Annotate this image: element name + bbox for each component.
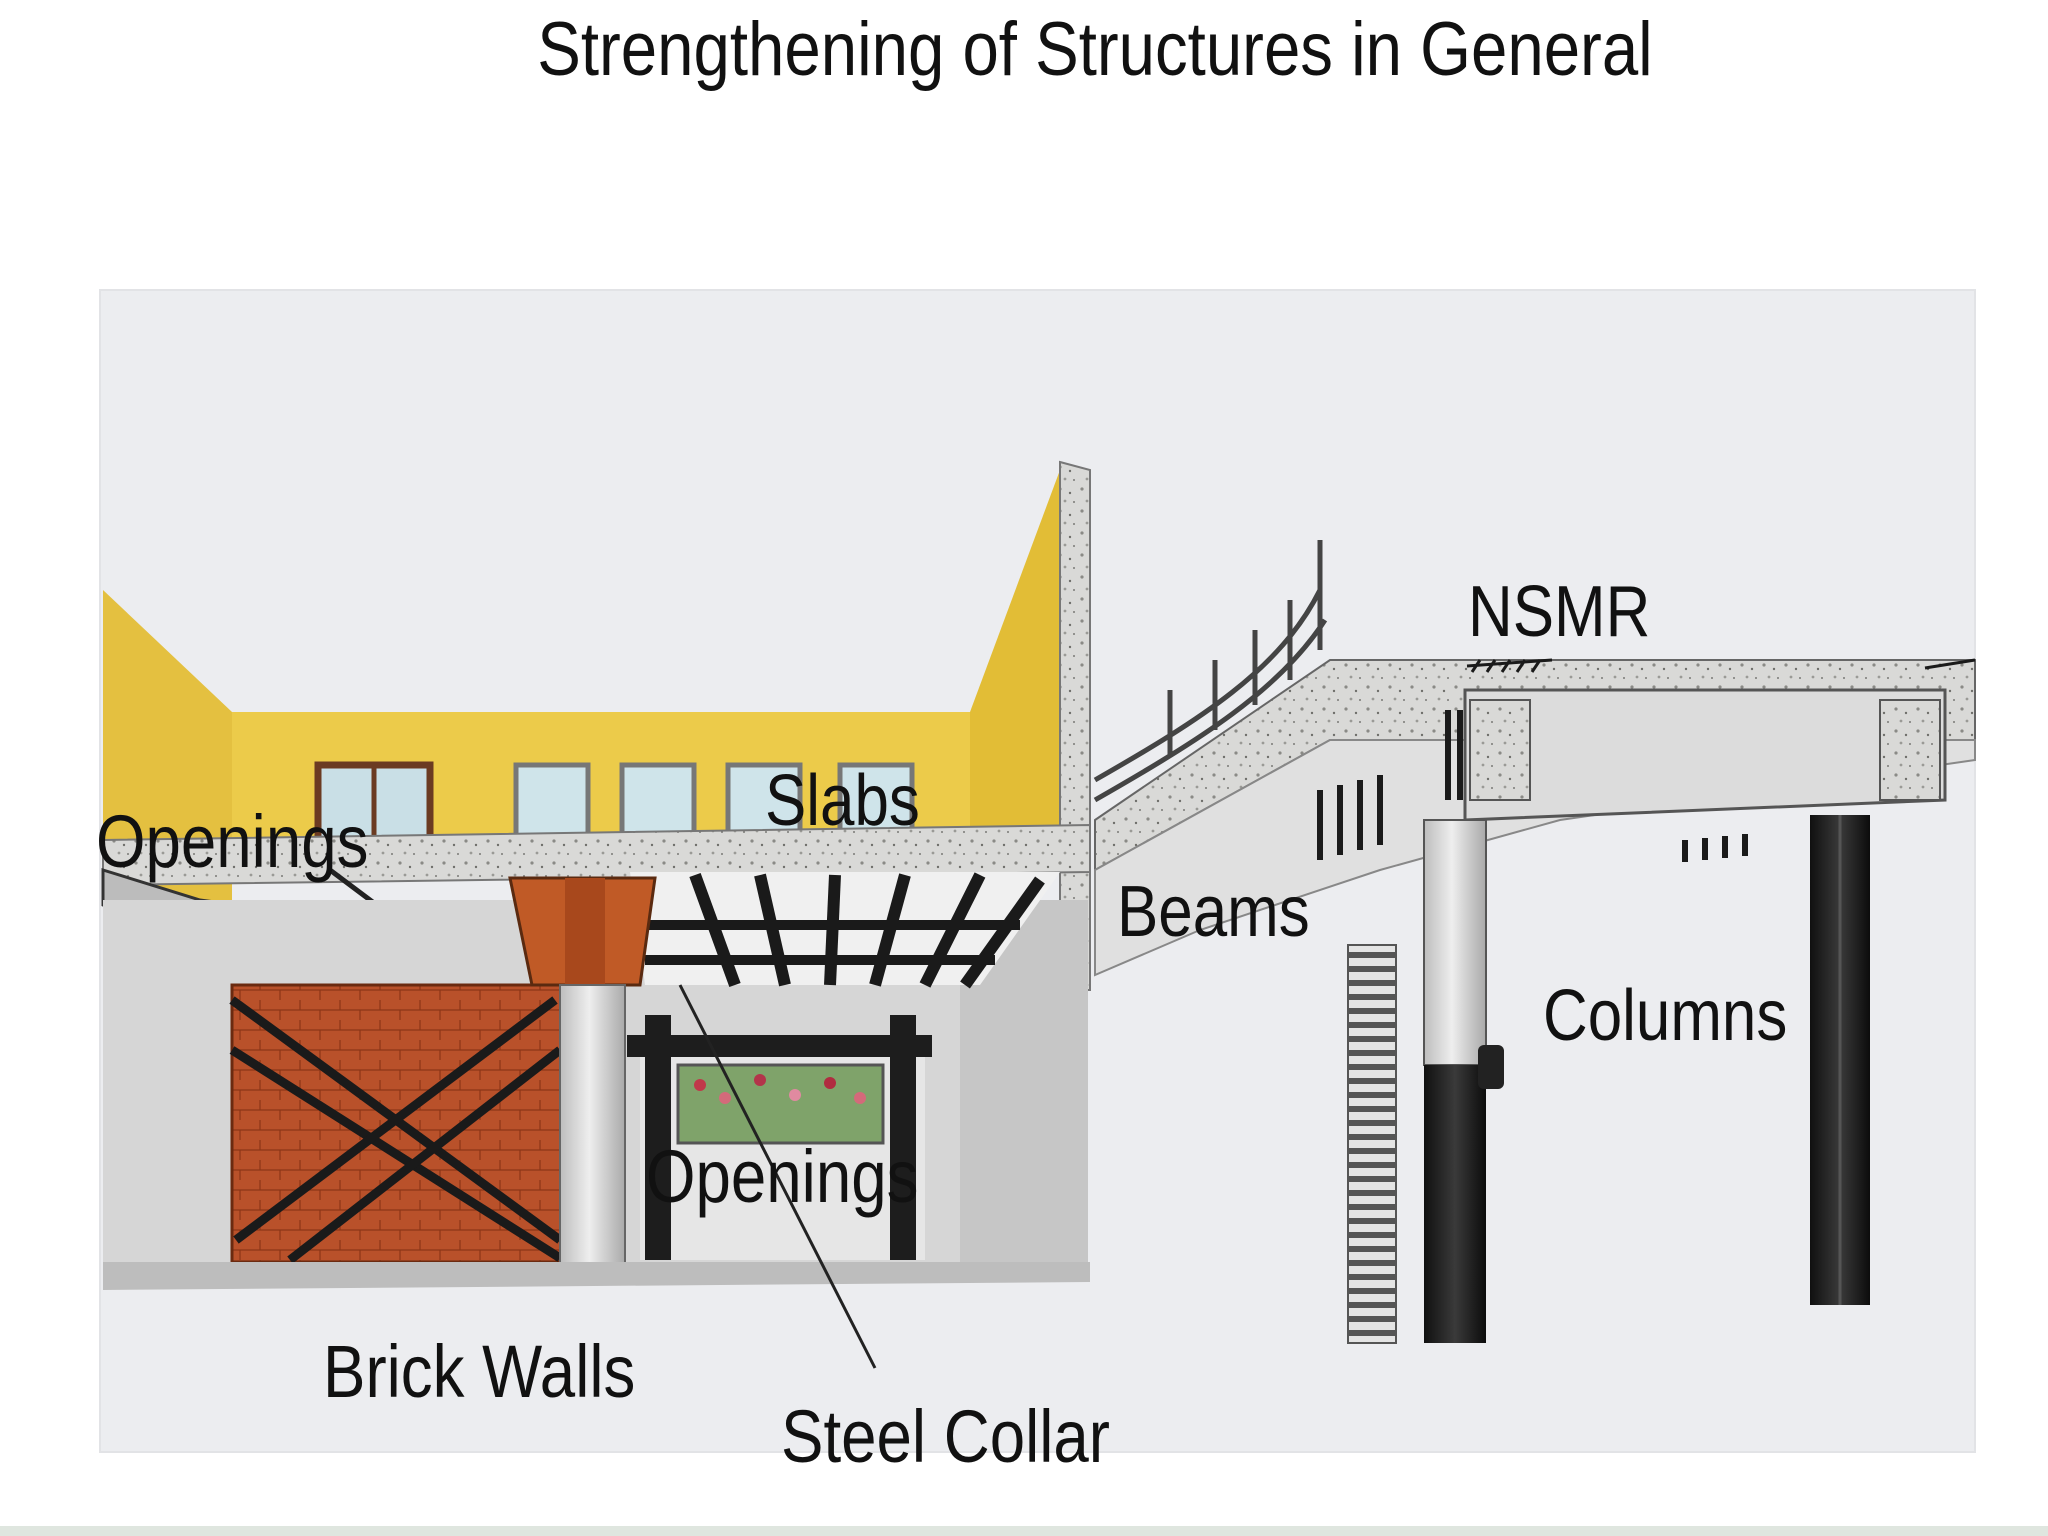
label-openings-left: Openings [96,805,368,879]
bridge-beam [1465,690,1945,820]
label-beams: Beams [1117,876,1310,948]
left-building-column [560,985,625,1270]
jacketed-column-lower [1424,1065,1486,1343]
jacketed-column-upper [1424,820,1486,1065]
wrapped-column [1348,945,1396,1343]
label-columns: Columns [1543,980,1787,1052]
opening-view [678,1065,883,1143]
label-brick-walls: Brick Walls [323,1335,635,1409]
label-openings-middle: Openings [646,1140,918,1214]
label-nsmr: NSMR [1468,576,1650,648]
label-slabs: Slabs [765,765,920,837]
column-clamp [1478,1045,1504,1089]
label-steel-collar: Steel Collar [781,1400,1110,1474]
slide-bottom-rule [0,1526,2048,1536]
